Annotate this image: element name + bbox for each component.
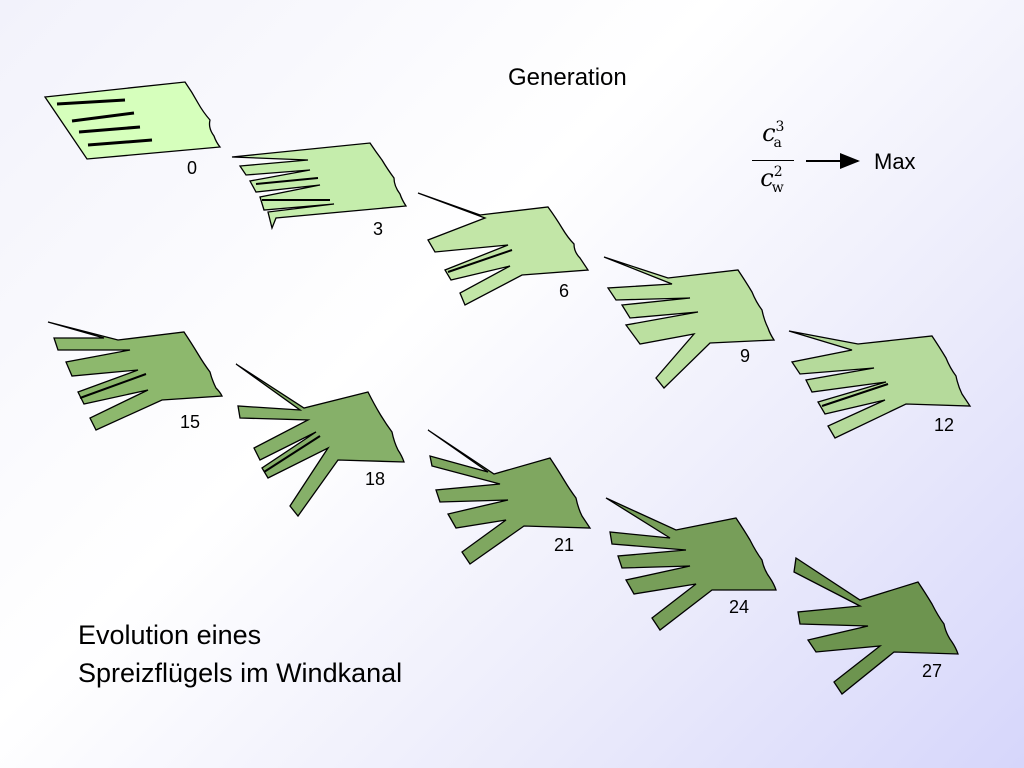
generation-label: 12 bbox=[934, 415, 955, 435]
generation-label: 21 bbox=[554, 535, 575, 555]
wing-gen-21 bbox=[427, 429, 592, 565]
caption-line-1: Evolution eines bbox=[78, 620, 262, 650]
wing-gen-0 bbox=[43, 81, 222, 160]
max-label: Max bbox=[874, 149, 916, 174]
generation-label: 0 bbox=[187, 158, 198, 178]
wing-gen-12 bbox=[788, 330, 972, 439]
generation-label: 27 bbox=[922, 661, 943, 681]
generation-label: 6 bbox=[559, 281, 570, 301]
wing-gen-9 bbox=[603, 256, 776, 389]
wing-gen-18 bbox=[235, 363, 405, 518]
generation-label: 3 bbox=[373, 219, 384, 239]
generation-label: 15 bbox=[180, 412, 201, 432]
wing-gen-3 bbox=[231, 142, 408, 231]
generation-label: 9 bbox=[740, 346, 751, 366]
generation-label: 18 bbox=[365, 469, 386, 489]
wing-gen-6 bbox=[417, 192, 590, 306]
fraction-bar bbox=[752, 159, 794, 161]
caption-line-2: Spreizflügels im Windkanal bbox=[78, 658, 403, 688]
wing-gen-24 bbox=[605, 497, 777, 631]
generation-title: Generation bbox=[508, 64, 627, 91]
wing-gen-15 bbox=[47, 321, 224, 431]
generation-label: 24 bbox=[729, 597, 750, 617]
slide-caption: Evolution eines Spreizflügels im Windkan… bbox=[78, 616, 402, 692]
wing-gen-27 bbox=[793, 556, 959, 695]
